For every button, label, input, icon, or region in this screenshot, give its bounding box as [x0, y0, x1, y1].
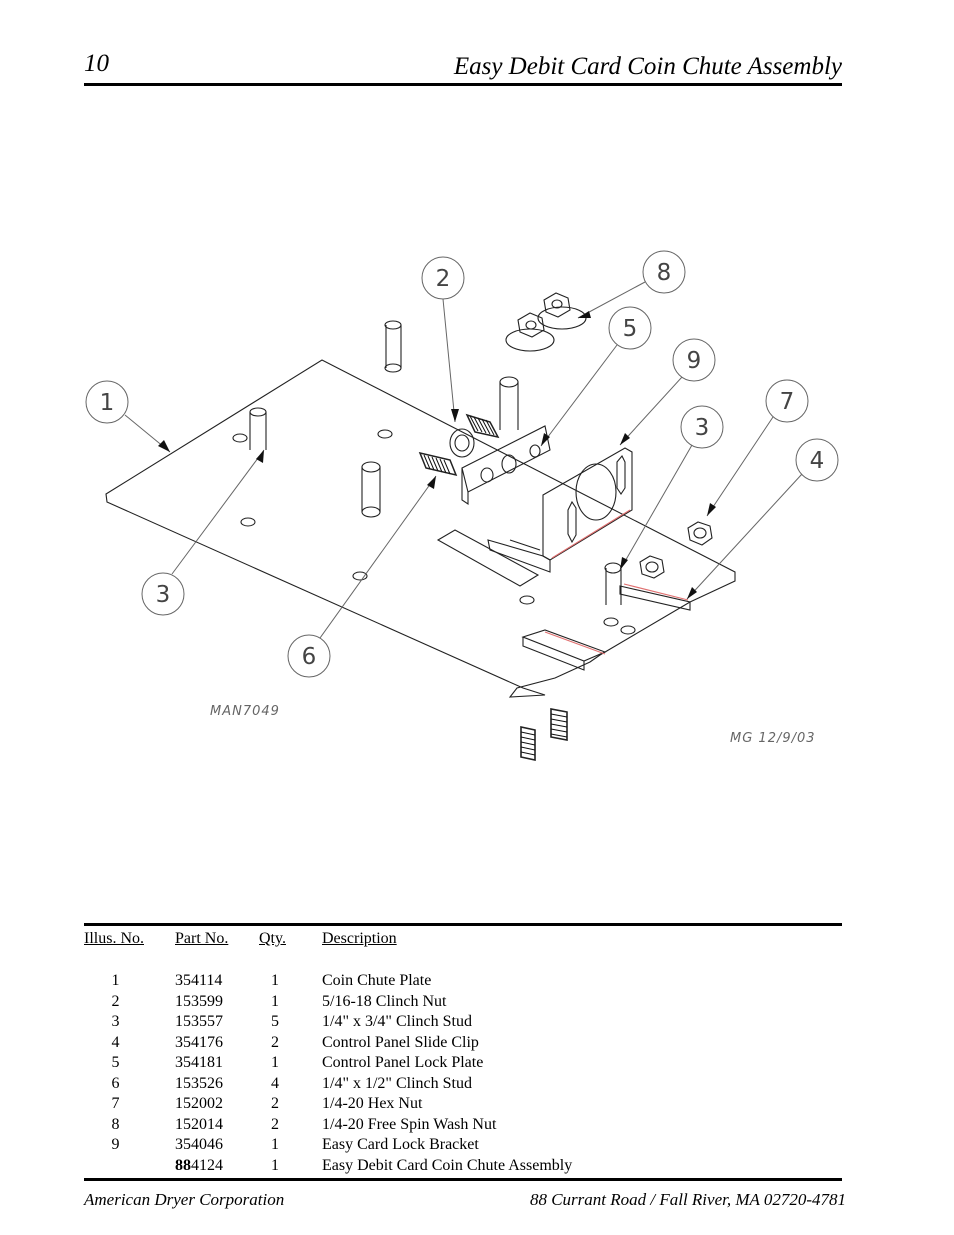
cell-description: 5/16-18 Clinch Nut [322, 992, 447, 1010]
cell-part: 152014 [175, 1115, 223, 1133]
assembly-diagram: 1 2 3 3 4 5 6 7 8 9 MAN7049 MG 12/9/03 [0, 200, 954, 800]
part-prefix: 88 [175, 1156, 191, 1174]
column-header-part: Part No. [175, 930, 229, 947]
control-panel-slide-clip [619, 585, 691, 611]
cell-part: 153526 [175, 1074, 223, 1092]
callout-8: 8 [657, 260, 672, 286]
table-header-row: Illus. No. Part No. Qty. Description [84, 928, 842, 952]
cell-part: 152002 [175, 1095, 223, 1112]
cell-illus [84, 1156, 175, 1177]
cell-part: 354176 [175, 1033, 223, 1051]
cell-qty: 2 [271, 1095, 279, 1112]
table-row: 4 354176 2 Control Panel Slide Clip [84, 1033, 842, 1054]
parts-table: Illus. No. Part No. Qty. Description 1 3… [84, 928, 842, 1176]
page-number: 10 [84, 50, 109, 77]
cell-description: 1/4-20 Hex Nut [322, 1095, 423, 1112]
callout-9: 9 [687, 348, 702, 374]
cell-part: 354181 [175, 1054, 223, 1071]
cell-illus: 6 [111, 1074, 120, 1092]
table-row: 8 152014 2 1/4-20 Free Spin Wash Nut [84, 1115, 842, 1136]
column-header-qty: Qty. [259, 930, 286, 947]
cell-qty: 1 [271, 972, 279, 989]
table-row: 5 354181 1 Control Panel Lock Plate [84, 1053, 842, 1074]
table-top-rule [84, 923, 842, 926]
footer-rule [84, 1178, 842, 1181]
cell-part: 884124 [175, 1156, 259, 1177]
cell-illus: 5 [111, 1054, 120, 1071]
cell-description: 1/4-20 Free Spin Wash Nut [322, 1115, 497, 1133]
cell-part: 153599 [175, 992, 223, 1010]
callout-5: 5 [623, 316, 638, 342]
cell-qty: 1 [271, 1054, 279, 1071]
cell-qty: 1 [271, 1136, 279, 1153]
header-rule [84, 83, 842, 86]
cell-qty: 1 [271, 992, 279, 1010]
cell-illus: 4 [111, 1033, 120, 1051]
callout-1: 1 [100, 390, 115, 416]
cell-description: 1/4" x 3/4" Clinch Stud [322, 1013, 472, 1030]
column-header-description: Description [322, 930, 397, 947]
part-rest: 4124 [191, 1156, 223, 1174]
cell-part: 354114 [175, 972, 223, 989]
cell-qty: 5 [271, 1013, 279, 1030]
callout-3a: 3 [695, 415, 710, 441]
footer-address: 88 Currant Road / Fall River, MA 02720-4… [529, 1190, 846, 1209]
cell-description: Easy Card Lock Bracket [322, 1136, 479, 1153]
table-row: 6 153526 4 1/4" x 1/2" Clinch Stud [84, 1074, 842, 1095]
cell-qty: 2 [271, 1033, 279, 1051]
callout-2: 2 [436, 266, 451, 292]
cell-illus: 9 [111, 1136, 120, 1153]
callout-7: 7 [780, 389, 795, 415]
column-header-illus: Illus. No. [84, 930, 144, 947]
cell-qty: 4 [271, 1074, 279, 1092]
cell-description: Coin Chute Plate [322, 972, 432, 989]
cell-part: 354046 [175, 1136, 223, 1153]
cell-description: Easy Debit Card Coin Chute Assembly [322, 1156, 573, 1174]
table-row: 884124 1 Easy Debit Card Coin Chute Asse… [84, 1156, 842, 1177]
cell-description: Control Panel Slide Clip [322, 1033, 479, 1051]
cell-qty: 2 [271, 1115, 279, 1133]
control-panel-lock-plate [461, 425, 551, 493]
cell-illus: 8 [111, 1115, 120, 1133]
cell-illus: 7 [111, 1095, 120, 1112]
drawing-date: MG 12/9/03 [730, 731, 816, 746]
page-title: Easy Debit Card Coin Chute Assembly [453, 53, 842, 80]
coin-chute-plate [105, 359, 736, 698]
footer-company: American Dryer Corporation [84, 1190, 285, 1209]
drawing-number: MAN7049 [210, 704, 280, 719]
hex-nut [687, 521, 713, 546]
easy-card-lock-bracket [542, 447, 633, 561]
cell-illus: 2 [111, 992, 120, 1010]
cell-illus: 1 [111, 972, 120, 989]
table-row: 3 153557 5 1/4" x 3/4" Clinch Stud [84, 1012, 842, 1033]
table-row: 2 153599 1 5/16-18 Clinch Nut [84, 992, 842, 1013]
cell-qty: 1 [271, 1156, 279, 1174]
callout-6: 6 [302, 644, 317, 670]
exploded-view-drawing: 1 2 3 3 4 5 6 7 8 9 MAN7049 MG 12/9/03 [85, 250, 839, 761]
cell-illus: 3 [111, 1013, 120, 1030]
table-row: 7 152002 2 1/4-20 Hex Nut [84, 1094, 842, 1115]
table-row: 9 354046 1 Easy Card Lock Bracket [84, 1135, 842, 1156]
callout-3b: 3 [156, 582, 171, 608]
cell-part: 153557 [175, 1013, 223, 1030]
cell-description: Control Panel Lock Plate [322, 1054, 484, 1071]
cell-description: 1/4" x 1/2" Clinch Stud [322, 1074, 472, 1092]
table-spacer-row [84, 952, 842, 971]
table-row: 1 354114 1 Coin Chute Plate [84, 971, 842, 992]
callout-4: 4 [810, 448, 825, 474]
